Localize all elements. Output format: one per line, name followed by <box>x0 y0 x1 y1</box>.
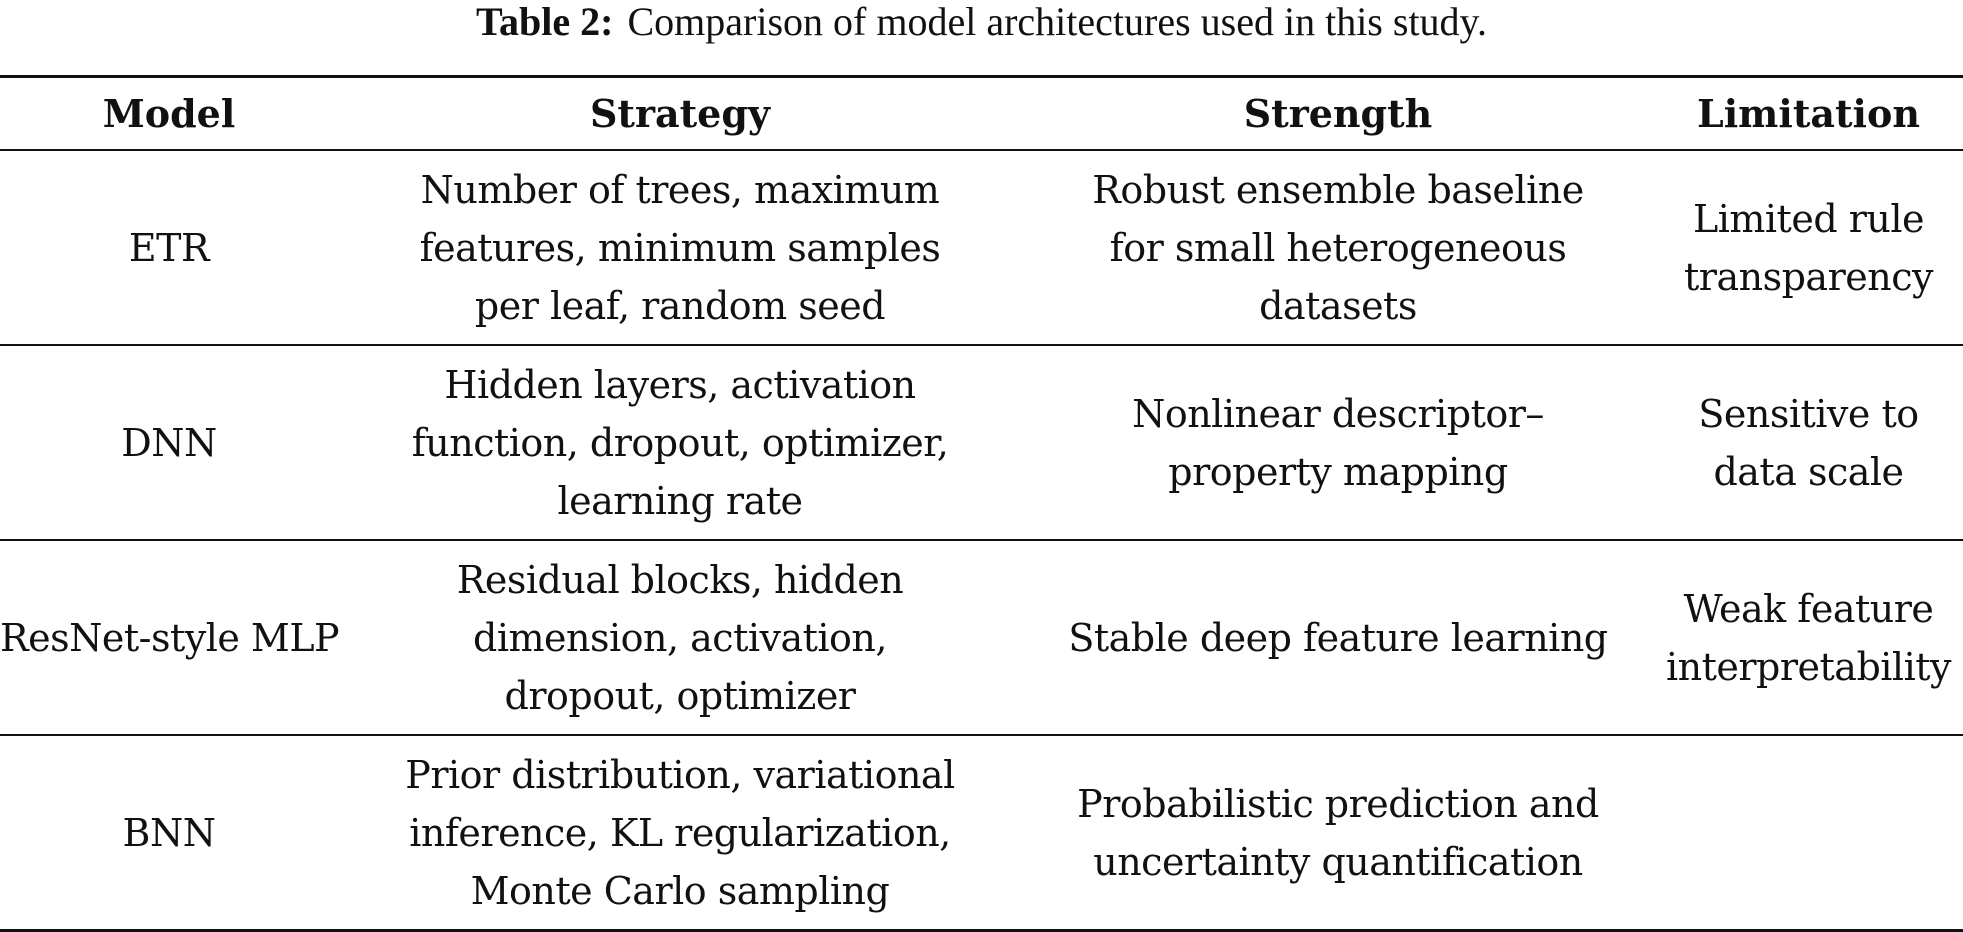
table-header: Model Strategy Strength Limitation <box>0 76 1963 150</box>
table-caption-label: Table 2: <box>476 0 614 44</box>
cell-strength: Nonlinear descriptor–property mapping <box>1132 391 1544 494</box>
table-row: BNN Prior distribution, variational infe… <box>0 735 1963 931</box>
model-comparison-table: Model Strategy Strength Limitation ETR N… <box>0 75 1963 932</box>
cell-strength: Stable deep feature learning <box>1068 615 1608 660</box>
cell-strategy: Hidden layers, activation function, drop… <box>411 362 949 523</box>
cell-limitation <box>1654 735 1963 931</box>
table-body: ETR Number of trees, maximum features, m… <box>0 150 1963 931</box>
header-row: Model Strategy Strength Limitation <box>0 76 1963 150</box>
header-model: Model <box>102 90 236 136</box>
cell-limitation: Sensitive to data scale <box>1698 391 1919 494</box>
header-strength: Strength <box>1243 90 1433 136</box>
cell-strategy: Residual blocks, hidden dimension, activ… <box>456 557 904 718</box>
cell-strategy: Prior distribution, variational inferenc… <box>405 752 955 913</box>
cell-strength: Probabilistic prediction and uncertainty… <box>1077 781 1599 884</box>
cell-model: DNN <box>121 420 217 465</box>
table-caption: Table 2: Comparison of model architecture… <box>0 0 1963 44</box>
table-row: ResNet-style MLP Residual blocks, hidden… <box>0 540 1963 735</box>
header-limitation: Limitation <box>1697 90 1920 136</box>
header-strategy: Strategy <box>589 90 771 136</box>
cell-limitation: Weak feature interpretability <box>1666 586 1951 689</box>
cell-model: BNN <box>122 810 216 855</box>
cell-model: ResNet-style MLP <box>0 615 340 660</box>
table-row: ETR Number of trees, maximum features, m… <box>0 150 1963 345</box>
cell-strategy: Number of trees, maximum features, minim… <box>419 167 941 328</box>
cell-strength: Robust ensemble baseline for small heter… <box>1092 167 1584 328</box>
cell-limitation: Limited rule transparency <box>1684 196 1933 299</box>
table-row: DNN Hidden layers, activation function, … <box>0 345 1963 540</box>
cell-model: ETR <box>128 225 210 270</box>
table-caption-text: Comparison of model architectures used i… <box>627 0 1487 44</box>
